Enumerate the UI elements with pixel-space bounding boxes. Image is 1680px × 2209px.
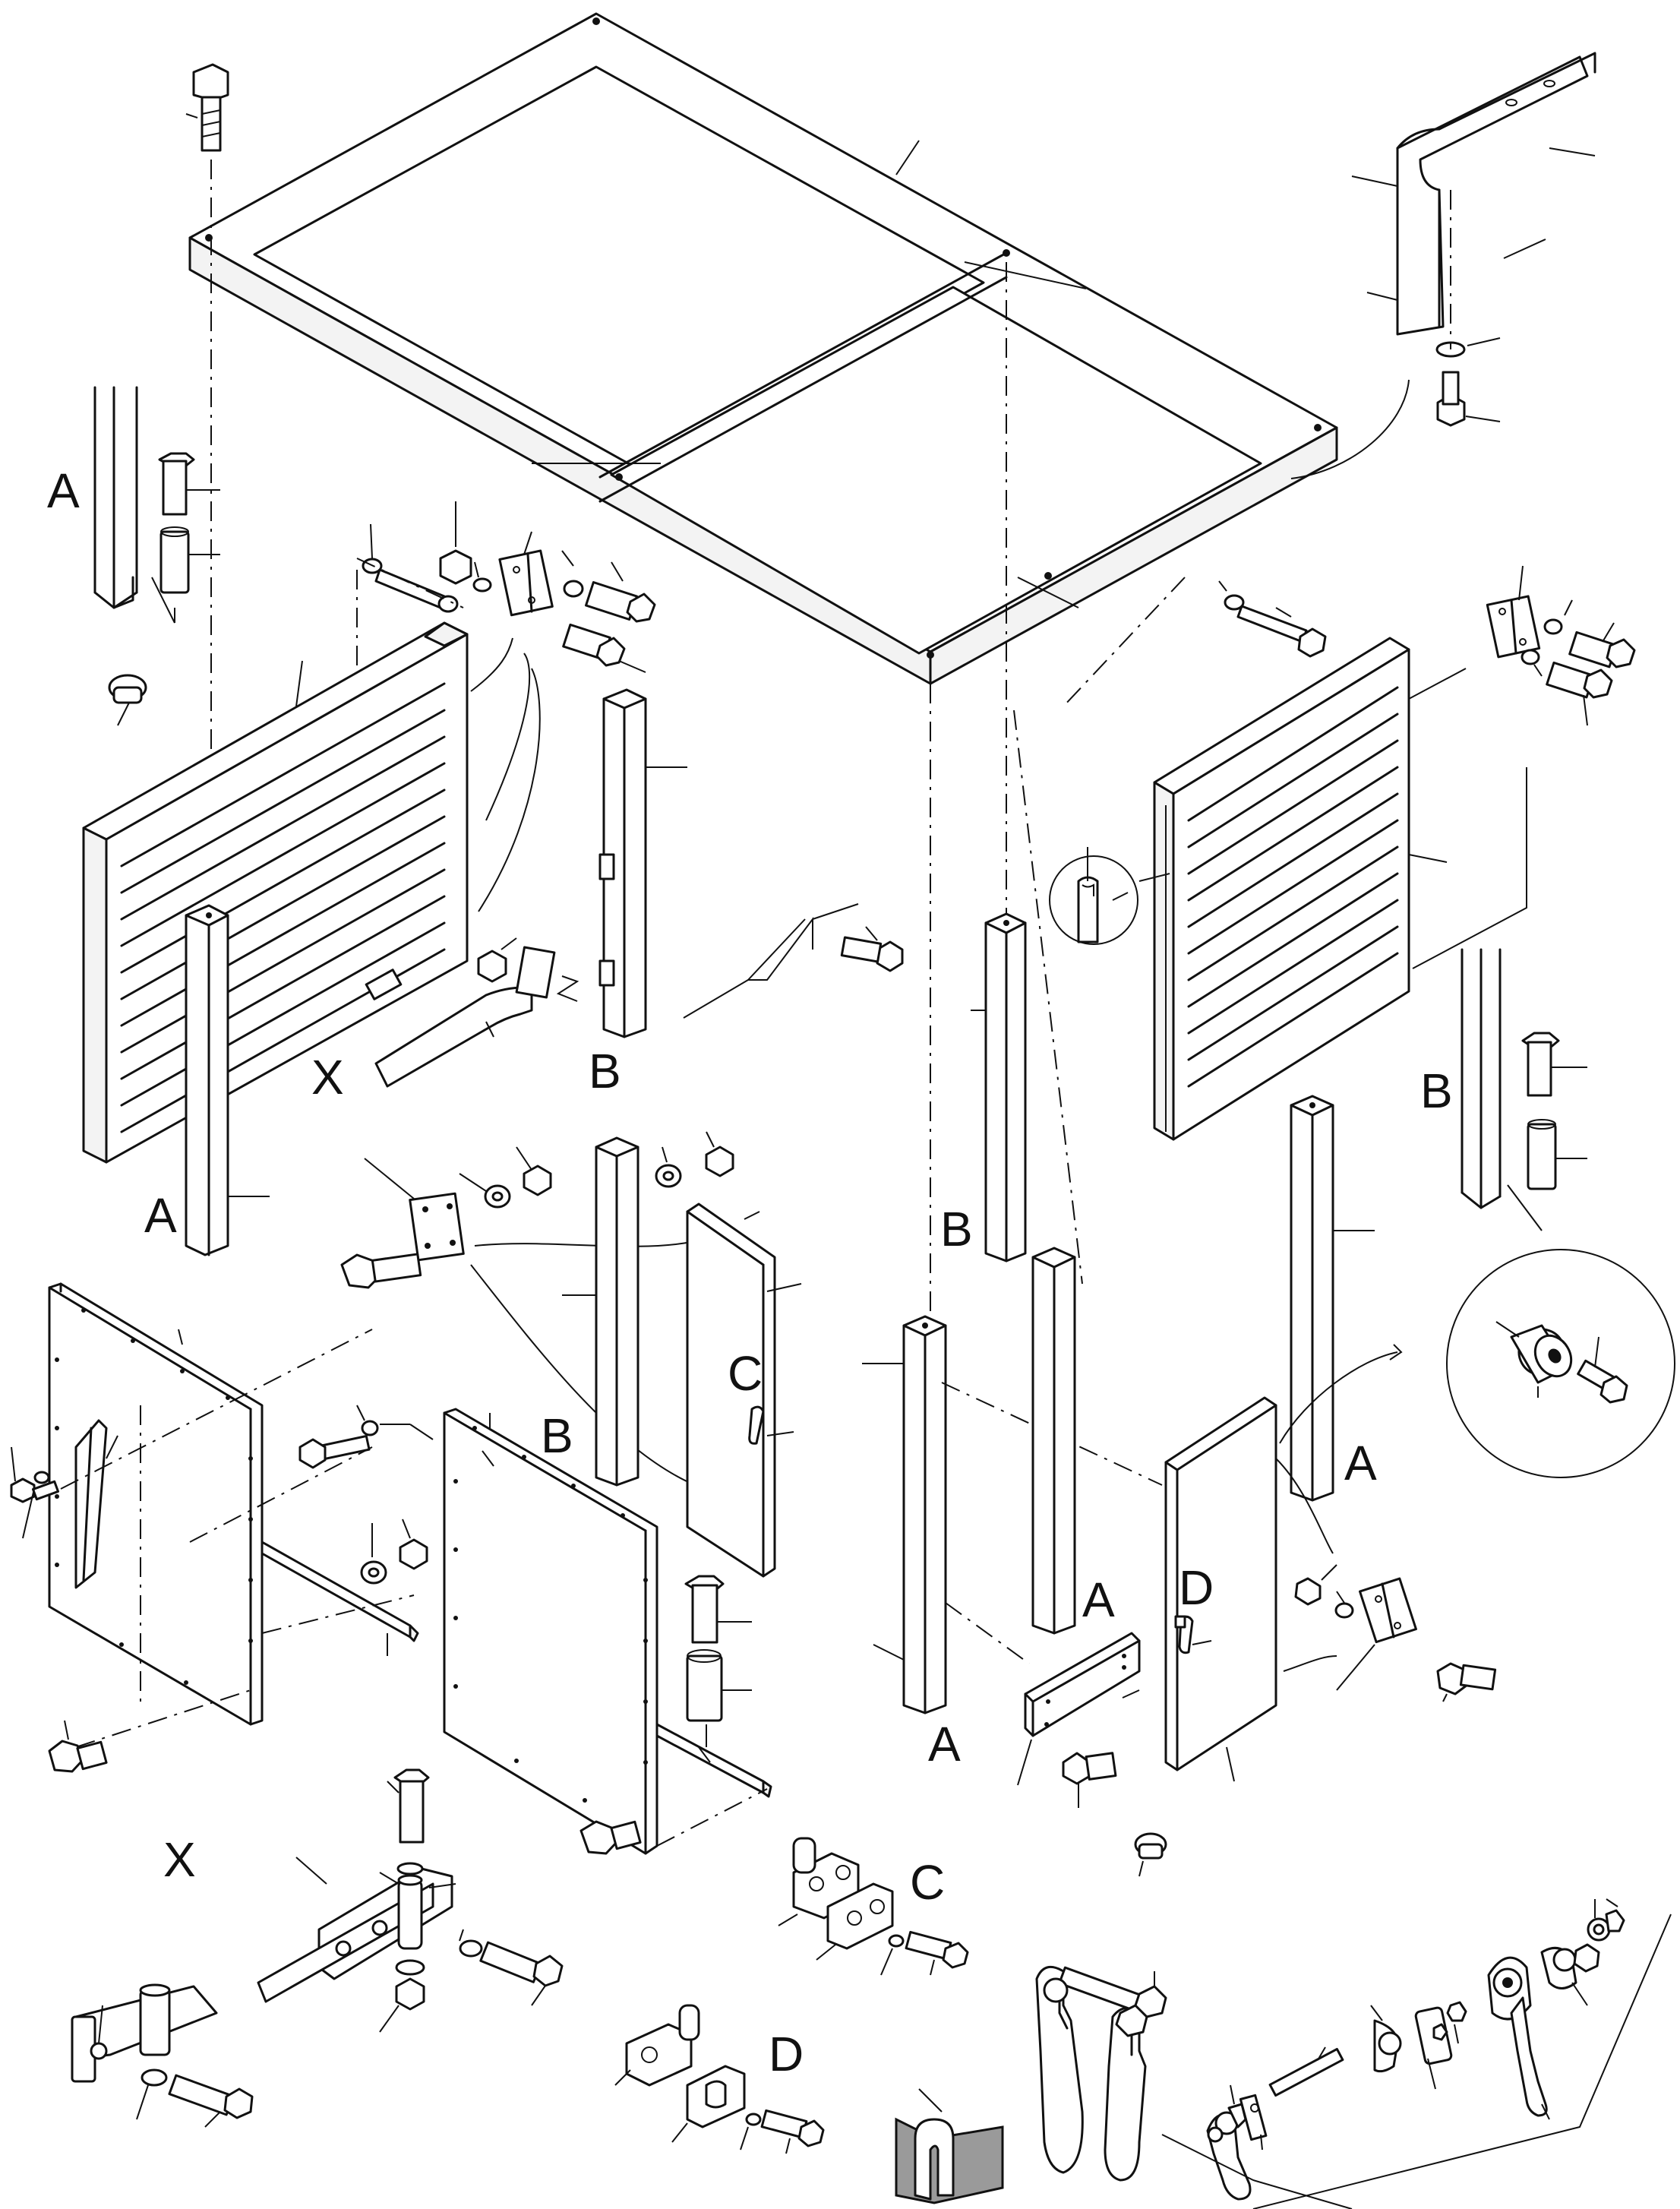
post-b-middle (971, 912, 1027, 1263)
mounting-bracket (1290, 52, 1596, 479)
label-b-lower: B (541, 1408, 573, 1463)
pin-detail-b (1461, 948, 1587, 1231)
bracket-strip-left (189, 1405, 434, 1656)
edge-seal-profile (895, 2088, 1004, 2204)
label-a-lower-center: A (928, 1717, 961, 1771)
label-x-detail: X (163, 1832, 196, 1887)
louver-panel-right (1049, 637, 1527, 1141)
bolt-bottom-left (48, 1720, 108, 1773)
pin-detail-a (93, 386, 220, 624)
top-frame (188, 12, 1338, 685)
label-b-post: B (589, 1044, 621, 1098)
hinge-plate-lower (340, 1146, 696, 1486)
door-d (1164, 1344, 1403, 1782)
callout-labels: A X B A B B C B A A D A X C D (47, 463, 1453, 2081)
side-panel-left (10, 1282, 373, 1748)
label-a-lower-right: A (1082, 1572, 1115, 1627)
latch-handle-pair (1035, 1965, 1167, 2182)
label-d-door: D (1179, 1560, 1214, 1615)
hinge-detail-x (71, 1768, 564, 2128)
hinge-pieces-c (778, 1837, 969, 1976)
label-c-door: C (728, 1346, 763, 1401)
hinge-pieces-d (614, 2004, 825, 2154)
louver-slats-left (120, 682, 446, 1133)
hinge-hardware-right (1218, 565, 1636, 726)
rivets-left (55, 1308, 253, 1685)
hex-bolt-top (185, 63, 229, 152)
label-c-hinge: C (910, 1855, 945, 1910)
hinge-hardware-left (356, 501, 656, 673)
label-a-detail: A (47, 463, 80, 518)
label-b-detail: B (1420, 1063, 1453, 1118)
latch-exploded (1161, 1898, 1672, 2209)
spacer-detail (1446, 1249, 1675, 1478)
rivets-middle (453, 1426, 648, 1803)
label-x-arm: X (311, 1050, 344, 1104)
post-b-lower (562, 1131, 734, 1487)
door-c (686, 1202, 802, 1578)
louver-slats-right (1187, 686, 1399, 1088)
label-a-right: A (1344, 1436, 1377, 1490)
post-a-right (1290, 1095, 1375, 1502)
label-d-hinge: D (769, 2027, 804, 2081)
label-a-post-left: A (144, 1188, 177, 1243)
post-a-lower-center (862, 1315, 1163, 1714)
post-b-upper (598, 688, 904, 1038)
hinge-arm-x (374, 937, 579, 1088)
post-a-upper-left (185, 904, 270, 1256)
plug-cap-right (1134, 1832, 1167, 1877)
label-b-middle: B (940, 1202, 973, 1256)
hinge-right-lower (1294, 1564, 1497, 1702)
bottom-plate (1017, 1632, 1141, 1808)
post-a-lower-right (1031, 1247, 1076, 1635)
pin-spacer-center (684, 1575, 752, 1747)
plug-cap-left (108, 674, 147, 726)
front-panel-middle (443, 1408, 772, 1855)
